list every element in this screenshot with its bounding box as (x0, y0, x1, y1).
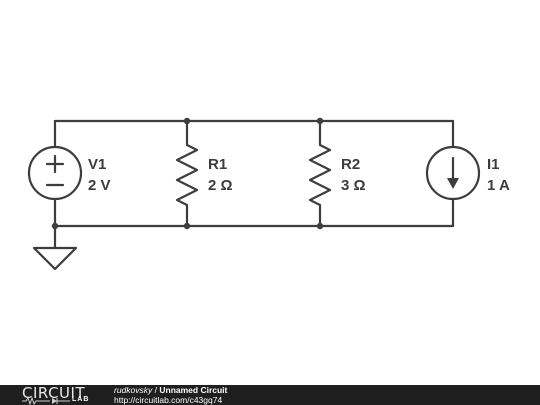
i1-ref-label: I1 (487, 156, 500, 173)
circuit-url-link[interactable]: http://circuitlab.com/c43gq74 (114, 395, 223, 405)
r2-value-label: 3 Ω (341, 177, 366, 194)
credit-separator: / (152, 385, 160, 395)
junction-dot (183, 222, 191, 230)
circuitlab-logo[interactable]: CIRCUIT LAB (22, 384, 102, 405)
junction-dots (51, 117, 324, 230)
v1-value-label: 2 V (88, 177, 111, 194)
footer-bar: CIRCUIT LAB rudkovsky / Unnamed Circuit … (0, 384, 540, 405)
logo-text: CIRCUIT (22, 384, 86, 402)
i1-value-label: 1 A (487, 177, 510, 194)
plus-icon (45, 154, 65, 174)
v1-ref-label: V1 (88, 156, 106, 173)
junction-dot (183, 117, 191, 125)
resistor-r1: R1 2 Ω (175, 119, 233, 228)
username-link[interactable]: rudkovsky (114, 385, 153, 395)
logo-waveform-icon (22, 397, 70, 405)
credit-line: rudkovsky / Unnamed Circuit (114, 385, 227, 395)
voltage-source-v1: V1 2 V (27, 119, 111, 228)
r2-ref-label: R2 (341, 156, 360, 173)
arrow-down-icon (447, 156, 459, 189)
current-source-i1: I1 1 A (425, 119, 510, 228)
circuit-credit: rudkovsky / Unnamed Circuit http://circu… (114, 385, 227, 405)
r1-value-label: 2 Ω (208, 177, 233, 194)
logo-lab-text: LAB (72, 396, 90, 403)
junction-dot (316, 117, 324, 125)
circuit-schematic: V1 2 V R1 2 Ω R2 3 Ω I1 1 A (27, 117, 510, 271)
junction-dot (51, 222, 59, 230)
ground-icon (32, 224, 78, 271)
circuit-title: Unnamed Circuit (159, 385, 228, 395)
r1-ref-label: R1 (208, 156, 227, 173)
resistor-r2: R2 3 Ω (308, 119, 366, 228)
junction-dot (316, 222, 324, 230)
